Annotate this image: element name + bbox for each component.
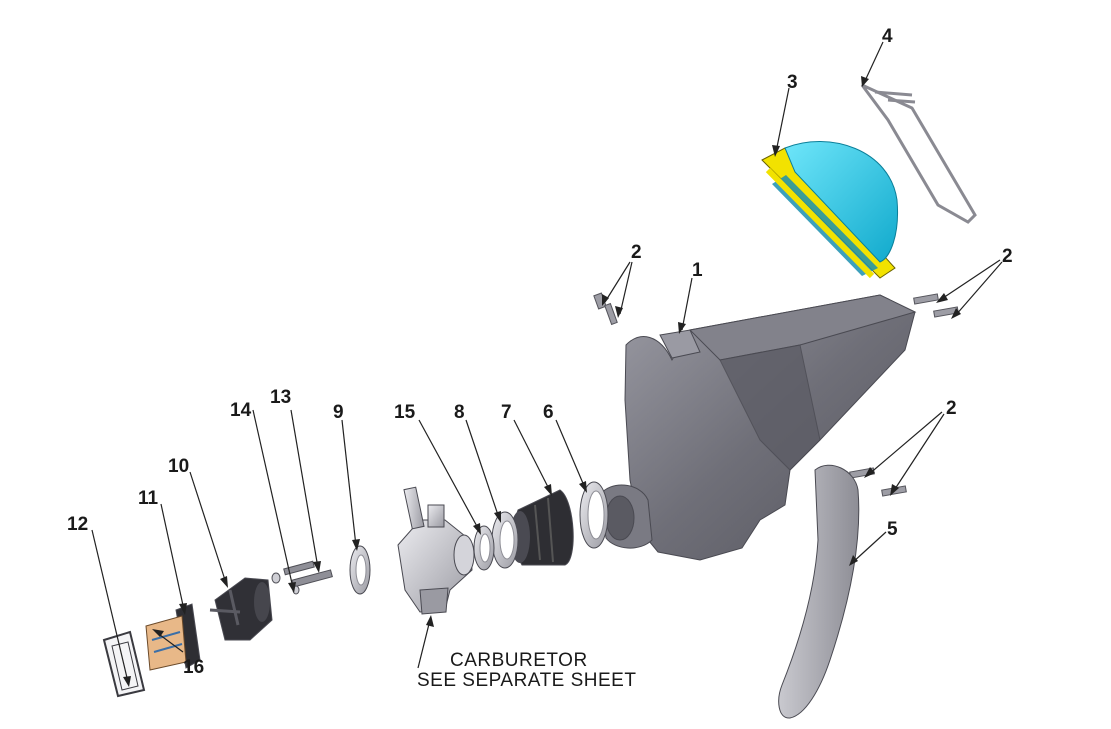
reed-valve [145, 603, 201, 671]
ring-9 [349, 545, 371, 595]
filter-cage [860, 83, 977, 224]
callout-13: 13 [270, 387, 291, 408]
intake-boot [510, 489, 574, 566]
clamp-8 [491, 511, 519, 569]
callout-15: 15 [394, 402, 416, 423]
callout-2-left: 2 [631, 242, 642, 263]
airbox [599, 294, 917, 561]
manifold-bolts [271, 560, 333, 595]
callout-5: 5 [887, 519, 898, 540]
clamp-6 [579, 481, 609, 549]
callout-11: 11 [138, 488, 159, 509]
callout-9: 9 [333, 402, 344, 423]
leader-lines [91, 41, 1003, 687]
callout-2-right: 2 [1002, 246, 1013, 267]
carburetor-note-line2: SEE SEPARATE SHEET [417, 670, 636, 691]
callout-8: 8 [454, 402, 465, 423]
callout-14: 14 [230, 400, 252, 421]
callout-6: 6 [543, 402, 554, 423]
callout-1: 1 [692, 260, 703, 281]
callout-12: 12 [67, 514, 88, 535]
carburetor [397, 486, 475, 615]
spacer-15 [473, 525, 495, 571]
callout-10: 10 [168, 456, 189, 477]
callout-3: 3 [787, 72, 798, 93]
callout-16: 16 [183, 657, 204, 678]
callout-4: 4 [882, 26, 893, 47]
callout-2-lower: 2 [946, 398, 957, 419]
intake-manifold [209, 577, 273, 641]
air-filter [761, 141, 899, 279]
callout-7: 7 [501, 402, 512, 423]
carburetor-note-line1: CARBURETOR [450, 650, 588, 671]
rear-fender [778, 464, 860, 719]
